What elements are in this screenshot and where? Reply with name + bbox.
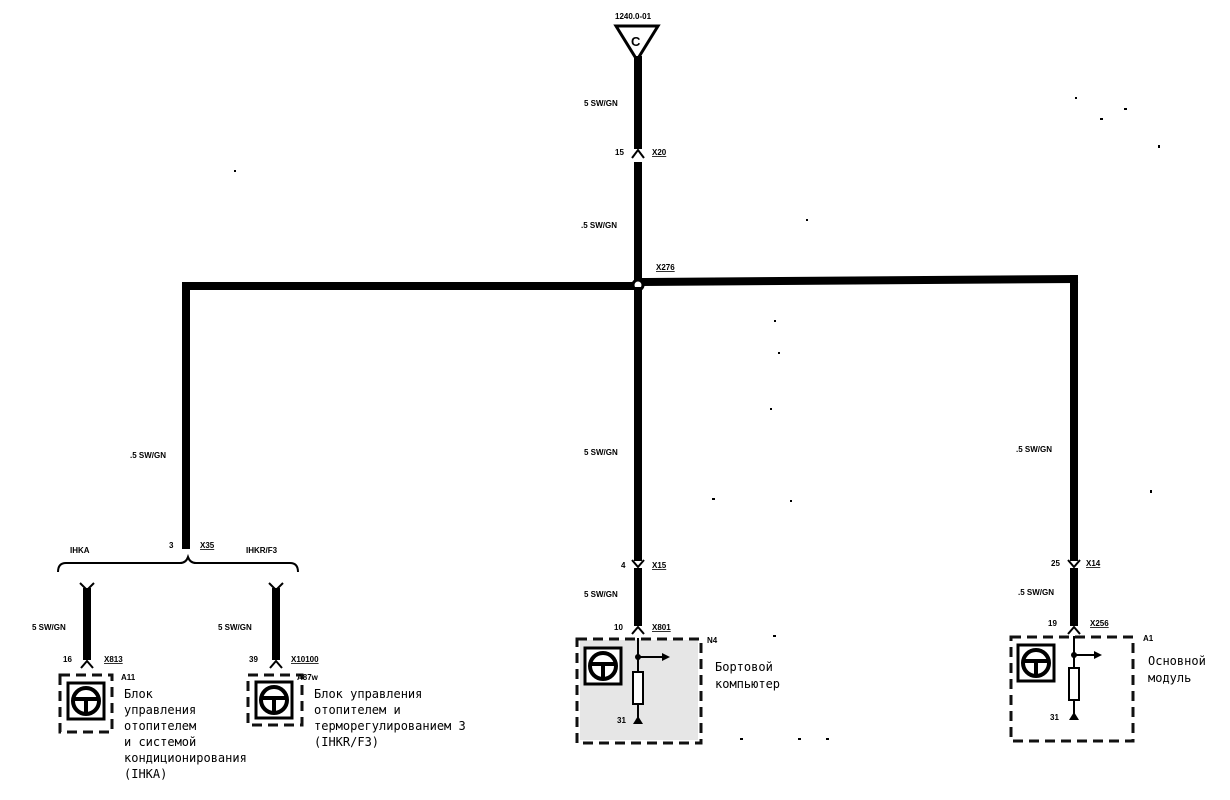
a11-desc-line-2: управления (124, 703, 196, 717)
steering-wheel-icon (71, 686, 101, 716)
a11-id: A11 (121, 673, 136, 682)
x813-splice-mark (80, 659, 94, 669)
wire-label-left-sub-a: 5 SW/GN (32, 623, 66, 632)
wire-label-center-lower: 5 SW/GN (584, 590, 618, 599)
a11-desc-line-3: отопителем (124, 719, 196, 733)
n4-pin-label: 31 (617, 716, 626, 725)
x10100-name: X10100 (291, 655, 319, 664)
n4-box (575, 637, 703, 745)
wire-label-right-lower: .5 SW/GN (1018, 588, 1054, 597)
n4-id: N4 (707, 636, 718, 645)
wire-label-main-mid: .5 SW/GN (581, 221, 617, 230)
variant-brace (57, 553, 299, 573)
a87w-box (246, 673, 304, 727)
x15-name: X15 (652, 561, 667, 570)
scan-specks (234, 97, 1160, 740)
x14-name: X14 (1086, 559, 1101, 568)
a87w-desc-line-1: Блок управления (314, 687, 422, 701)
x256-pin: 19 (1048, 619, 1057, 628)
wire-label-right-branch: .5 SW/GN (1016, 445, 1052, 454)
n4-output-arrow (662, 653, 670, 661)
top-connector-ref: 1240.0-01 (615, 12, 652, 21)
a87w-desc-line-3: терморегулированием 3 (314, 719, 466, 733)
steering-wheel-icon (588, 651, 618, 681)
x256-name: X256 (1090, 619, 1109, 628)
a1-ground-symbol (1069, 712, 1079, 720)
x801-pin: 10 (614, 623, 623, 632)
a1-pin-label: 31 (1050, 713, 1059, 722)
x20-name: X20 (652, 148, 667, 157)
x14-splice-mark (1067, 559, 1081, 569)
wire-label-left-branch: .5 SW/GN (130, 451, 166, 460)
x813-pin: 16 (63, 655, 72, 664)
x20-splice-mark (631, 148, 645, 159)
n4-desc-line-2: компьютер (715, 677, 780, 691)
x256-splice-mark (1067, 625, 1081, 635)
a11-desc-line-4: и системой (124, 735, 196, 749)
a1-box (1009, 635, 1135, 743)
x10100-splice-mark (269, 659, 283, 669)
x10100-pin: 39 (249, 655, 258, 664)
x14-pin: 25 (1051, 559, 1060, 568)
steering-wheel-spokes (591, 662, 615, 678)
a11-desc-line-6: (IHKA) (124, 767, 167, 781)
a11-desc-line-1: Блок (124, 687, 154, 701)
steering-wheel-icon (259, 685, 289, 715)
x35-name: X35 (200, 541, 215, 550)
a11-desc-line-5: кондиционирования (124, 751, 247, 765)
x20-pin: 15 (615, 148, 624, 157)
steering-wheel-spokes (74, 697, 98, 713)
wire-label-left-sub-b: 5 SW/GN (218, 623, 252, 632)
a1-id: A1 (1143, 634, 1154, 643)
n4-resistor (632, 671, 644, 705)
a1-desc-line-1: Основной (1148, 654, 1206, 668)
a1-resistor (1068, 667, 1080, 701)
x276-name: X276 (656, 263, 675, 272)
n4-ground-symbol (633, 716, 643, 724)
x15-pin: 4 (621, 561, 626, 570)
x801-splice-mark (631, 625, 645, 635)
top-connector-triangle (613, 24, 661, 63)
x15-splice-mark (631, 559, 645, 569)
a11-box (58, 673, 114, 734)
steering-wheel-spokes (1024, 659, 1048, 675)
x813-name: X813 (104, 655, 123, 664)
n4-desc-line-1: Бортовой (715, 660, 773, 674)
x35-pin: 3 (169, 541, 174, 550)
wire-label-main-top: 5 SW/GN (584, 99, 618, 108)
variant-label-left: IHKA (70, 546, 90, 555)
a87w-id: A87w (297, 673, 319, 682)
top-connector-letter: C (631, 34, 641, 49)
a87w-desc-line-2: отопителем и (314, 703, 401, 717)
steering-wheel-icon (1021, 648, 1051, 678)
a1-output-arrow (1094, 651, 1102, 659)
wire-label-center-branch: 5 SW/GN (584, 448, 618, 457)
variant-label-right: IHKR/F3 (246, 546, 278, 555)
a1-desc-line-2: модуль (1148, 671, 1191, 685)
steering-wheel-spokes (262, 696, 286, 712)
x801-name: X801 (652, 623, 671, 632)
a87w-desc-line-4: (IHKR/F3) (314, 735, 379, 749)
horizontal-bus-right (641, 274, 1079, 287)
